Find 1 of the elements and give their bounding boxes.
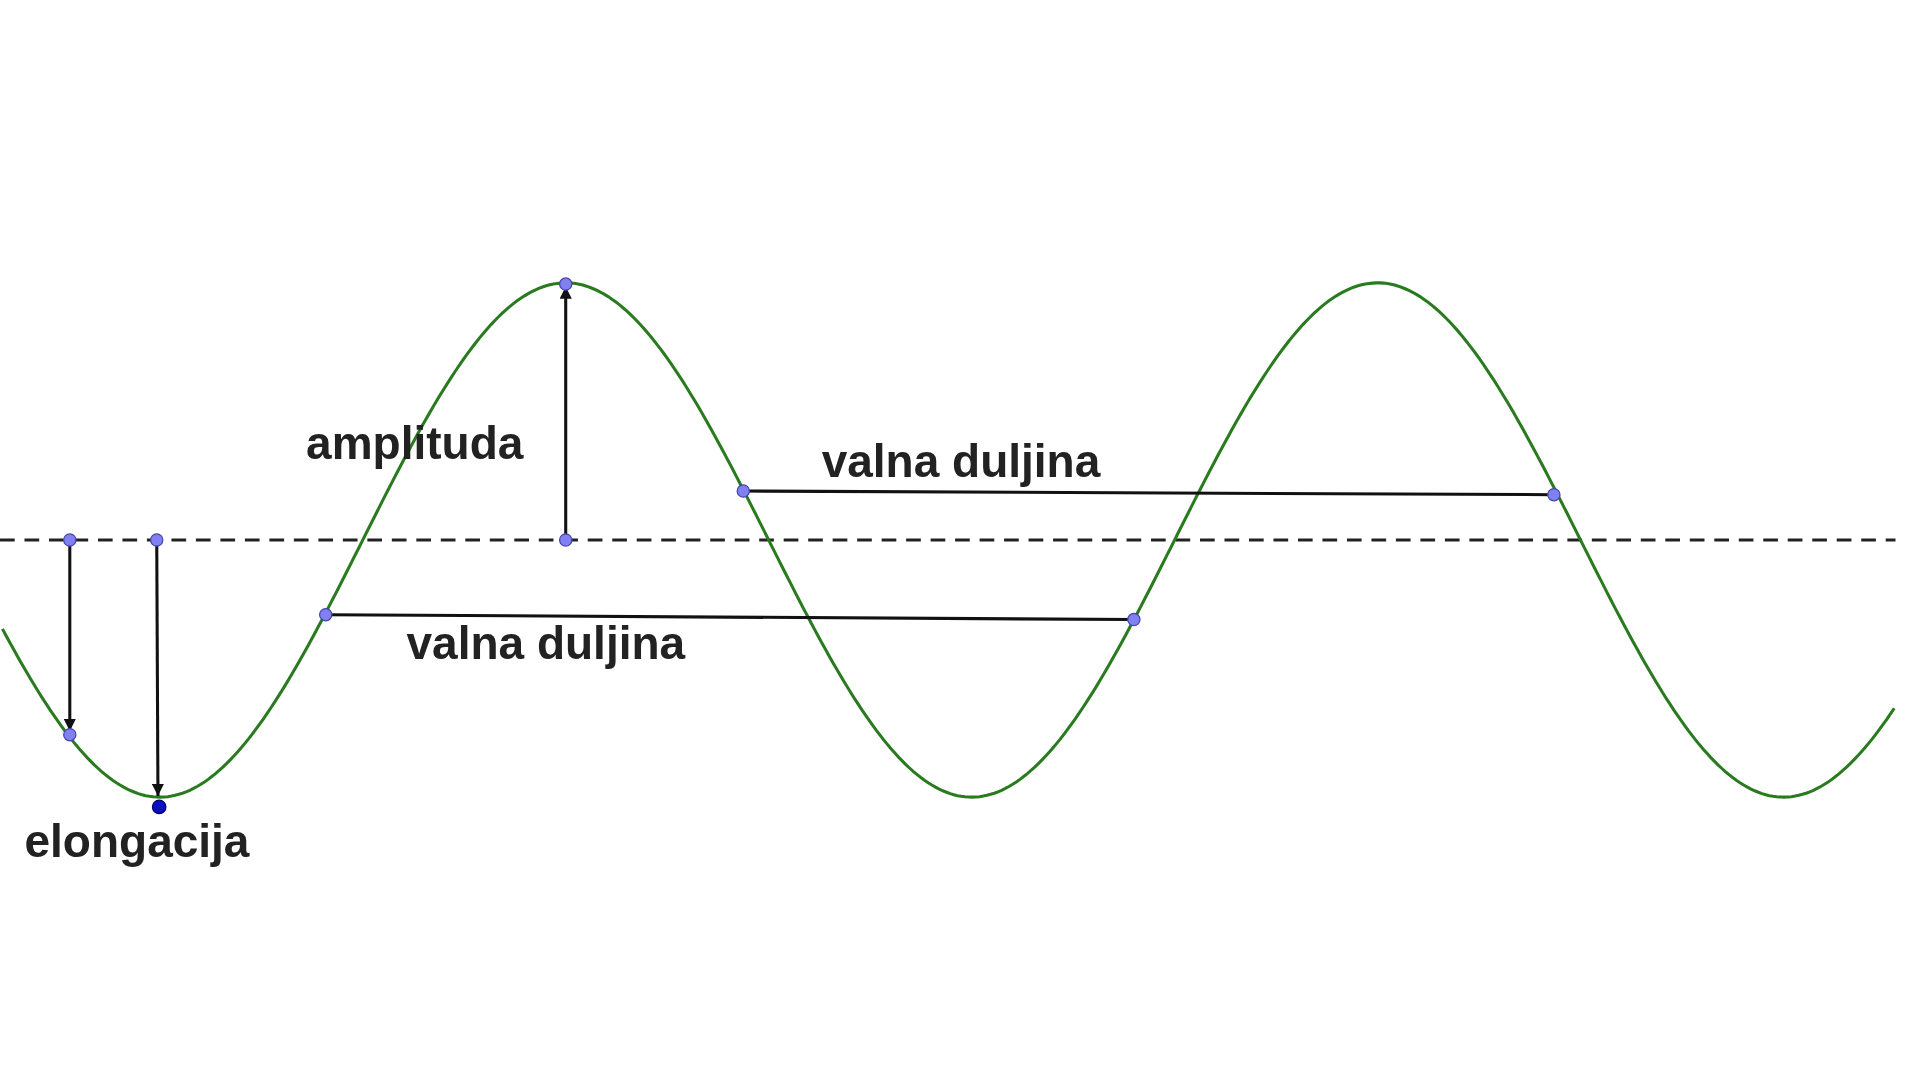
dimension-label: valna duljina [821,438,1101,485]
